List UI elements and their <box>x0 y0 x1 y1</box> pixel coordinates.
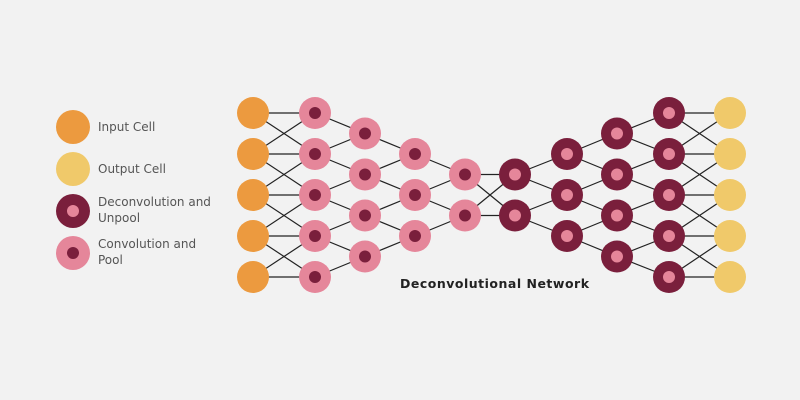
conv-cell-inner <box>459 168 471 181</box>
deconv-cell-inner <box>611 250 623 263</box>
conv-cell-inner <box>309 230 321 242</box>
legend-label-input-text: Input Cell <box>98 120 156 134</box>
deconv-cell-inner <box>663 230 675 242</box>
deconv-cell <box>601 240 633 273</box>
output-cell <box>714 261 746 293</box>
output-cell-outer <box>714 138 746 170</box>
input-cell-outer <box>237 138 269 170</box>
deconv-cell-inner <box>663 271 675 283</box>
conv-cell-inner <box>309 107 321 119</box>
conv-cell <box>399 179 431 211</box>
output-cell-outer <box>714 220 746 252</box>
legend: Input Cell Output Cell Deconvolution and… <box>56 110 246 278</box>
output-cell-outer <box>714 97 746 129</box>
legend-label-deconv-line1: Deconvolution and <box>98 195 211 209</box>
legend-label-output-text: Output Cell <box>98 162 166 176</box>
conv-cell <box>399 220 431 252</box>
input-cell <box>237 97 269 129</box>
deconv-cell-inner <box>561 189 573 201</box>
input-cell <box>237 220 269 252</box>
deconv-cell <box>601 117 633 150</box>
conv-cell <box>399 138 431 170</box>
deconv-cell-inner <box>509 168 521 181</box>
legend-label-conv-line1: Convolution and <box>98 237 197 251</box>
conv-cell-inner <box>409 189 421 201</box>
deconv-cell <box>653 220 685 252</box>
legend-label-conv-line2: Pool <box>98 253 123 267</box>
legend-label-deconv-line2: Unpool <box>98 211 141 225</box>
input-cell-outer <box>237 261 269 293</box>
legend-item-deconv: Deconvolution and Unpool <box>56 194 246 236</box>
output-cell <box>714 138 746 170</box>
deconv-cell-inner <box>611 209 623 222</box>
deconv-cell-inner <box>663 148 675 160</box>
deconv-cell <box>601 158 633 191</box>
legend-item-input: Input Cell <box>56 110 246 152</box>
output-cell-icon <box>56 152 90 186</box>
deconv-cell <box>499 199 531 232</box>
deconv-cell-inner <box>611 127 623 140</box>
deconv-cell-inner <box>663 189 675 201</box>
legend-item-conv: Convolution and Pool <box>56 236 246 278</box>
conv-cell <box>299 138 331 170</box>
conv-cell-inner <box>359 250 371 263</box>
conv-cell-inner <box>409 148 421 160</box>
deconv-cell <box>551 179 583 211</box>
conv-cell <box>449 158 481 191</box>
legend-item-output: Output Cell <box>56 152 246 194</box>
deconv-cell <box>601 199 633 232</box>
legend-label-input: Input Cell <box>98 119 155 135</box>
deconv-cell <box>653 97 685 129</box>
deconv-cell <box>499 158 531 191</box>
input-cell-outer <box>237 220 269 252</box>
conv-cell <box>349 240 381 273</box>
conv-cell <box>299 97 331 129</box>
convolution-cell-icon <box>56 236 90 270</box>
deconv-cell <box>653 179 685 211</box>
legend-label-output: Output Cell <box>98 161 166 177</box>
input-cell <box>237 261 269 293</box>
deconv-cell <box>653 261 685 293</box>
input-cell-outer <box>237 179 269 211</box>
conv-cell-inner <box>459 209 471 222</box>
conv-cell <box>299 261 331 293</box>
output-cell <box>714 220 746 252</box>
legend-label-deconv: Deconvolution and Unpool <box>98 194 211 226</box>
conv-cell <box>299 179 331 211</box>
deconv-cell-inner <box>611 168 623 181</box>
conv-cell <box>449 199 481 232</box>
conv-cell-inner <box>309 271 321 283</box>
conv-cell <box>299 220 331 252</box>
conv-cell <box>349 117 381 150</box>
deconv-cell <box>551 138 583 170</box>
conv-cell-inner <box>309 189 321 201</box>
output-cell-outer <box>714 261 746 293</box>
output-cell <box>714 97 746 129</box>
input-cell <box>237 138 269 170</box>
output-cell <box>714 179 746 211</box>
deconv-cell-inner <box>509 209 521 222</box>
deconv-cell <box>551 220 583 252</box>
deconv-cell-inner <box>561 230 573 242</box>
conv-cell-inner <box>309 148 321 160</box>
deconvolution-cell-icon <box>56 194 90 228</box>
conv-cell <box>349 199 381 232</box>
conv-cell-inner <box>359 209 371 222</box>
conv-cell-inner <box>409 230 421 242</box>
input-cell-outer <box>237 97 269 129</box>
conv-cell-inner <box>359 127 371 140</box>
deconv-cell <box>653 138 685 170</box>
deconv-cell-inner <box>561 148 573 160</box>
input-cell <box>237 179 269 211</box>
network-nodes <box>237 97 746 293</box>
input-cell-icon <box>56 110 90 144</box>
conv-cell <box>349 158 381 191</box>
legend-label-conv: Convolution and Pool <box>98 236 196 268</box>
conv-cell-inner <box>359 168 371 181</box>
deconv-cell-inner <box>663 107 675 119</box>
network-title: Deconvolutional Network <box>400 276 590 291</box>
output-cell-outer <box>714 179 746 211</box>
